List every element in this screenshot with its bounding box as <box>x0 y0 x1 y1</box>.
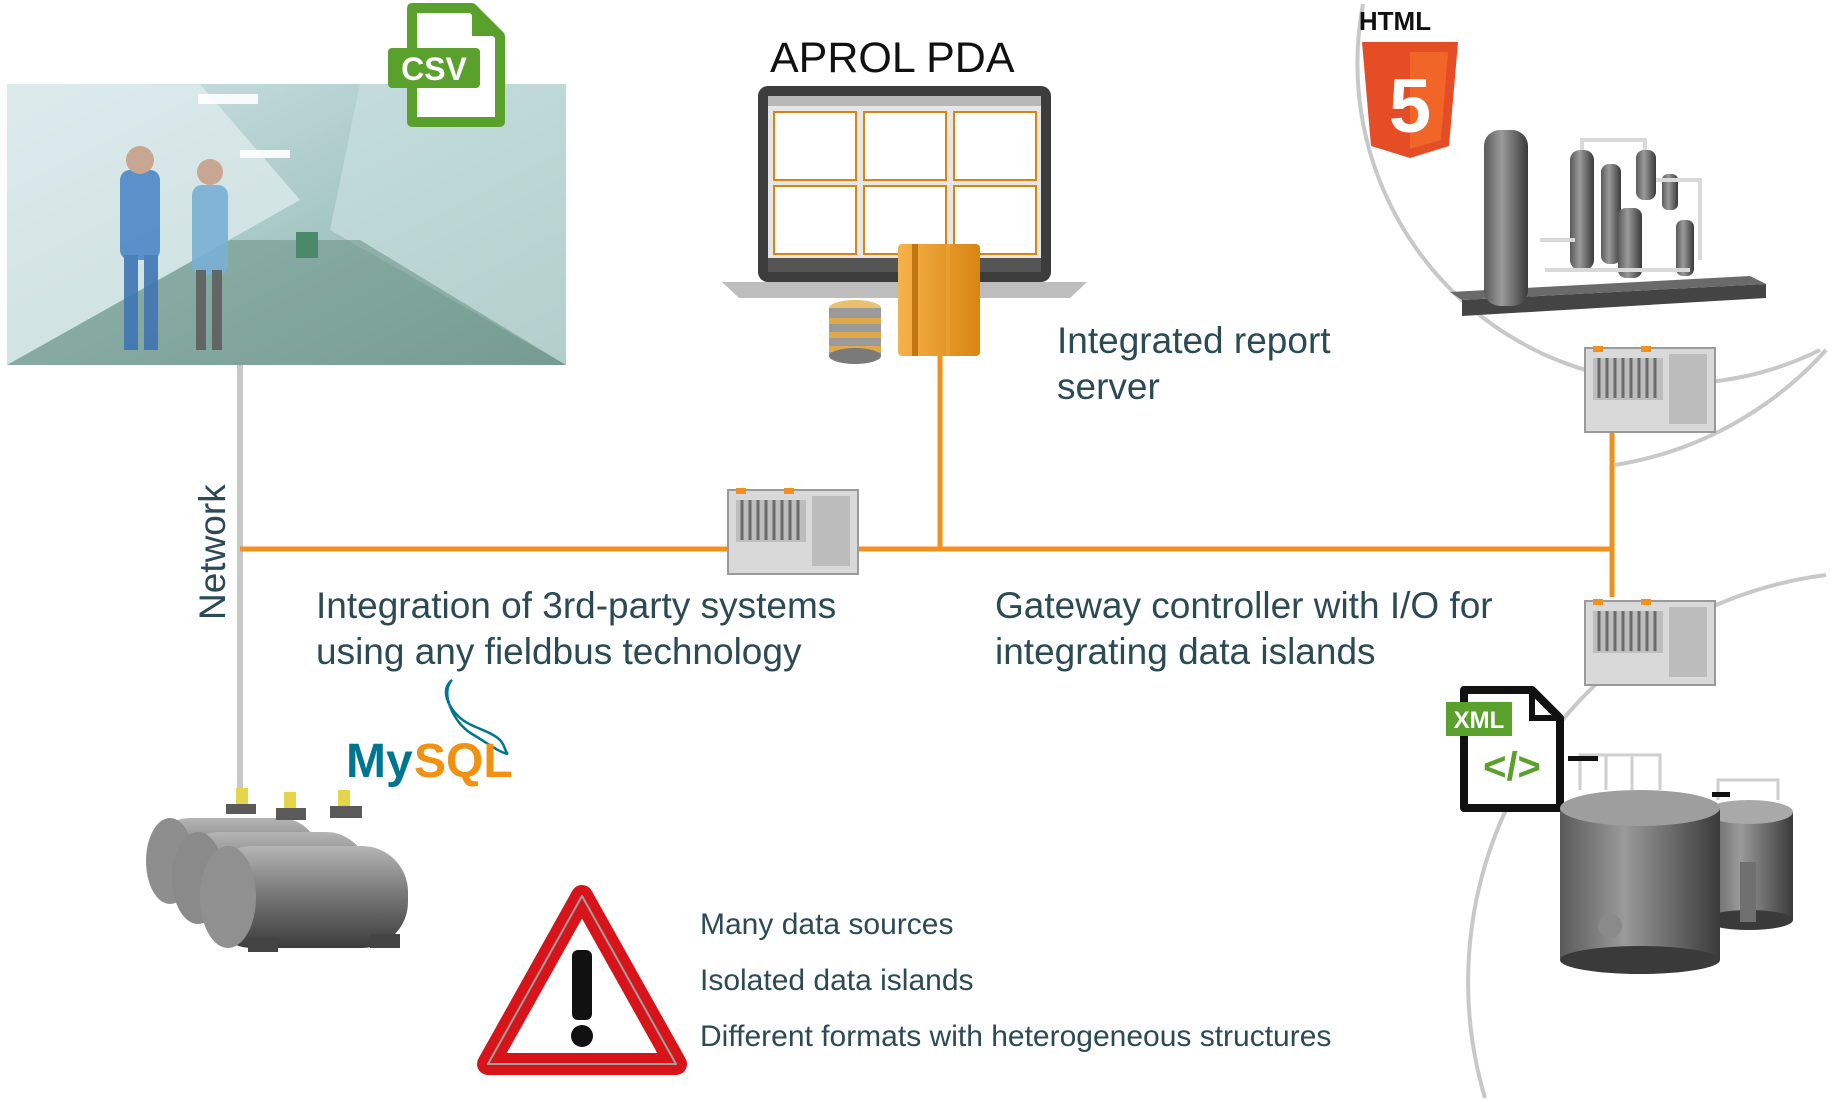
html5-logo: HTML 5 <box>1359 6 1458 158</box>
warning-item: Many data sources <box>700 908 954 941</box>
upper-right-arc <box>1355 3 1821 386</box>
storage-tanks-icon <box>1560 753 1793 974</box>
xml-code-symbol: </> <box>1483 745 1541 789</box>
html-label: HTML <box>1359 6 1431 36</box>
xml-file-icon: XML </> <box>1446 686 1564 812</box>
upper-right-arc-bottom <box>1614 348 1828 467</box>
gateway-label-line1: Gateway controller with I/O for <box>995 585 1493 626</box>
warning-item: Different formats with heterogeneous str… <box>700 1020 1332 1053</box>
integration-label-line1: Integration of 3rd-party systems <box>316 585 837 626</box>
controller-lower-right <box>1584 599 1716 686</box>
gateway-label: Gateway controller with I/O for integrat… <box>995 583 1555 676</box>
csv-file-icon: CSV <box>388 3 505 127</box>
report-server-icon <box>898 244 980 356</box>
integration-label-line2: using any fieldbus technology <box>316 631 802 673</box>
database-icon <box>829 300 881 364</box>
page-title: APROL PDA <box>770 34 1015 82</box>
controller-upper-right <box>1584 346 1716 433</box>
warning-item: Isolated data islands <box>700 964 974 997</box>
report-server-label-line2: server <box>1057 366 1160 408</box>
report-server-label-line1: Integrated report <box>1057 320 1331 361</box>
warning-icon <box>477 885 687 1075</box>
integration-label: Integration of 3rd-party systems using a… <box>316 583 876 676</box>
mysql-label: My <box>346 735 413 788</box>
warning-list: Many data sources Isolated data islands … <box>700 908 1331 1076</box>
hospital-photo <box>7 84 566 365</box>
oil-tanks-icon <box>146 788 408 952</box>
refinery-plant-icon <box>1450 130 1766 316</box>
controller-center <box>727 488 859 575</box>
xml-label: XML <box>1454 707 1505 734</box>
csv-label: CSV <box>401 51 467 87</box>
mysql-label-sql: SQL <box>414 735 513 788</box>
report-server-label: Integrated report server <box>1057 318 1357 411</box>
html5-number: 5 <box>1389 64 1431 149</box>
gateway-label-line2: integrating data islands <box>995 631 1376 673</box>
laptop-icon <box>722 86 1087 298</box>
mysql-logo: My SQL <box>346 679 513 788</box>
network-label: Network <box>192 484 233 620</box>
